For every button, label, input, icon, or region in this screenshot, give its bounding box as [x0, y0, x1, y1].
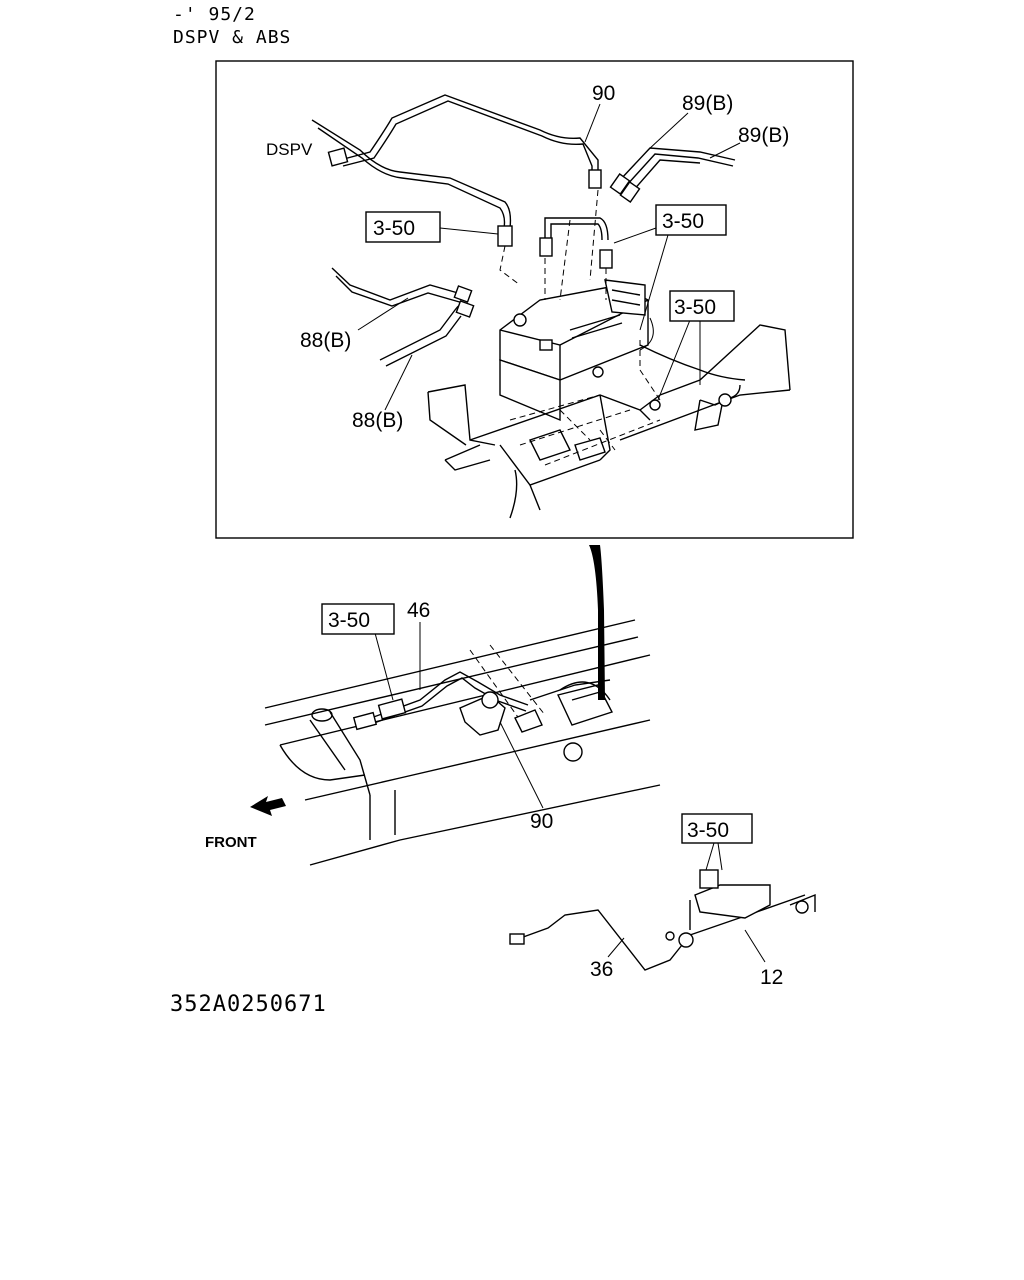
callout-36: 36: [590, 958, 613, 981]
header-title: DSPV & ABS: [173, 27, 292, 48]
lower-leader-lines: [374, 622, 544, 809]
detail-frame: [215, 60, 854, 539]
pipe-abs-top: [539, 217, 613, 269]
mounting-guides: [499, 189, 661, 401]
ref-label-3-50-c[interactable]: 3-50: [674, 296, 716, 319]
callout-46: 46: [407, 599, 430, 622]
front-label: FRONT: [205, 834, 257, 851]
bracket-frame: [427, 324, 791, 519]
ref-label-3-50-b[interactable]: 3-50: [662, 210, 704, 233]
detail-pointer: [589, 545, 605, 700]
upper-leader-lines: [357, 103, 741, 411]
ref-box-3-50-c[interactable]: [669, 290, 735, 322]
harness-line: [639, 344, 746, 381]
ref-label-3-50-d[interactable]: 3-50: [328, 609, 370, 632]
ref-label-3-50-e[interactable]: 3-50: [687, 819, 729, 842]
ref-box-3-50-b[interactable]: [655, 204, 727, 236]
callout-88b-a: 88(B): [300, 329, 351, 352]
chassis-frame: [264, 619, 661, 866]
ref-label-3-50-a[interactable]: 3-50: [373, 217, 415, 240]
abs-hydraulic-unit: [499, 279, 649, 422]
front-arrow-icon: [250, 796, 286, 816]
callout-12: 12: [760, 966, 783, 989]
ref-box-3-50-e[interactable]: [681, 813, 753, 844]
callout-89b-b: 89(B): [738, 124, 789, 147]
callout-90-top: 90: [592, 82, 615, 105]
callout-89b-a: 89(B): [682, 92, 733, 115]
sensor-leader-lines: [607, 842, 766, 963]
lower-pipe-and-valve: [352, 671, 614, 736]
callout-dspv: DSPV: [266, 140, 313, 159]
callout-88b-b: 88(B): [352, 409, 403, 432]
pipe-89b: [609, 147, 736, 203]
document-number: 352A0250671: [170, 992, 327, 1017]
pipe-88b: [331, 267, 475, 367]
sensor-harness: [509, 869, 816, 971]
ref-box-3-50-a[interactable]: [365, 211, 441, 243]
header-revision: -' 95/2: [173, 4, 256, 25]
ref-box-3-50-d[interactable]: [321, 603, 395, 635]
callout-90-lower: 90: [530, 810, 553, 833]
pipe-90-upper: [327, 94, 602, 189]
